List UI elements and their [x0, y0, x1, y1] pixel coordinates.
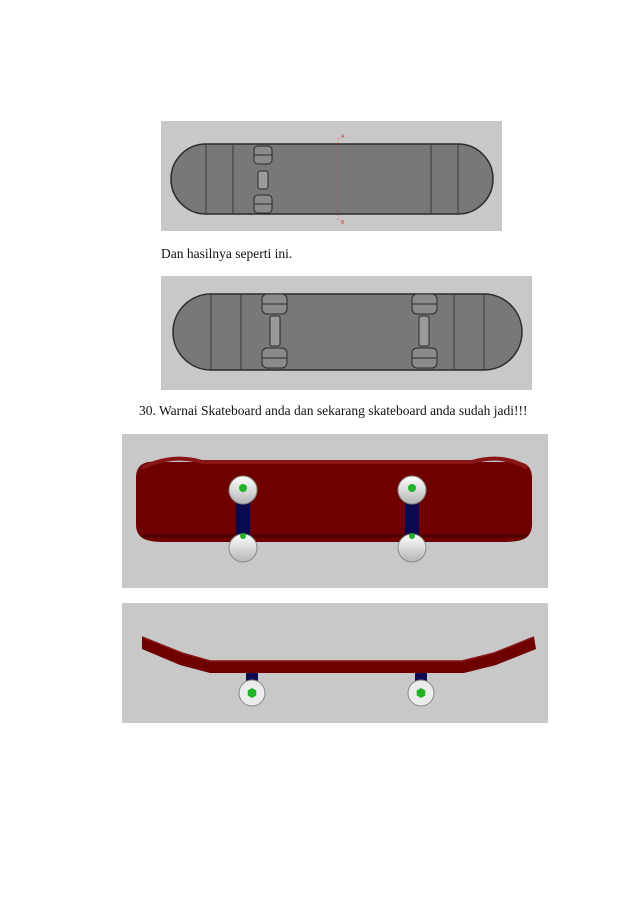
marker-b: B	[341, 220, 345, 226]
figure-deck-one-truck: A B	[161, 121, 502, 231]
deck-one-truck-illustration: A B	[170, 134, 494, 226]
marker-a: A	[341, 134, 345, 140]
figure-colored-deck-bottom	[122, 434, 548, 588]
colored-deck-side-illustration	[141, 636, 536, 707]
figure-colored-deck-side	[122, 603, 548, 723]
colored-deck-bottom-illustration	[136, 456, 532, 563]
step-number: 30.	[139, 403, 156, 418]
step-30: 30. Warnai Skateboard anda dan sekarang …	[139, 403, 528, 419]
figure-deck-two-trucks	[161, 276, 532, 390]
caption-result: Dan hasilnya seperti ini.	[161, 246, 293, 261]
deck-two-trucks-illustration	[172, 293, 523, 371]
step-text: Warnai Skateboard anda dan sekarang skat…	[159, 403, 528, 418]
